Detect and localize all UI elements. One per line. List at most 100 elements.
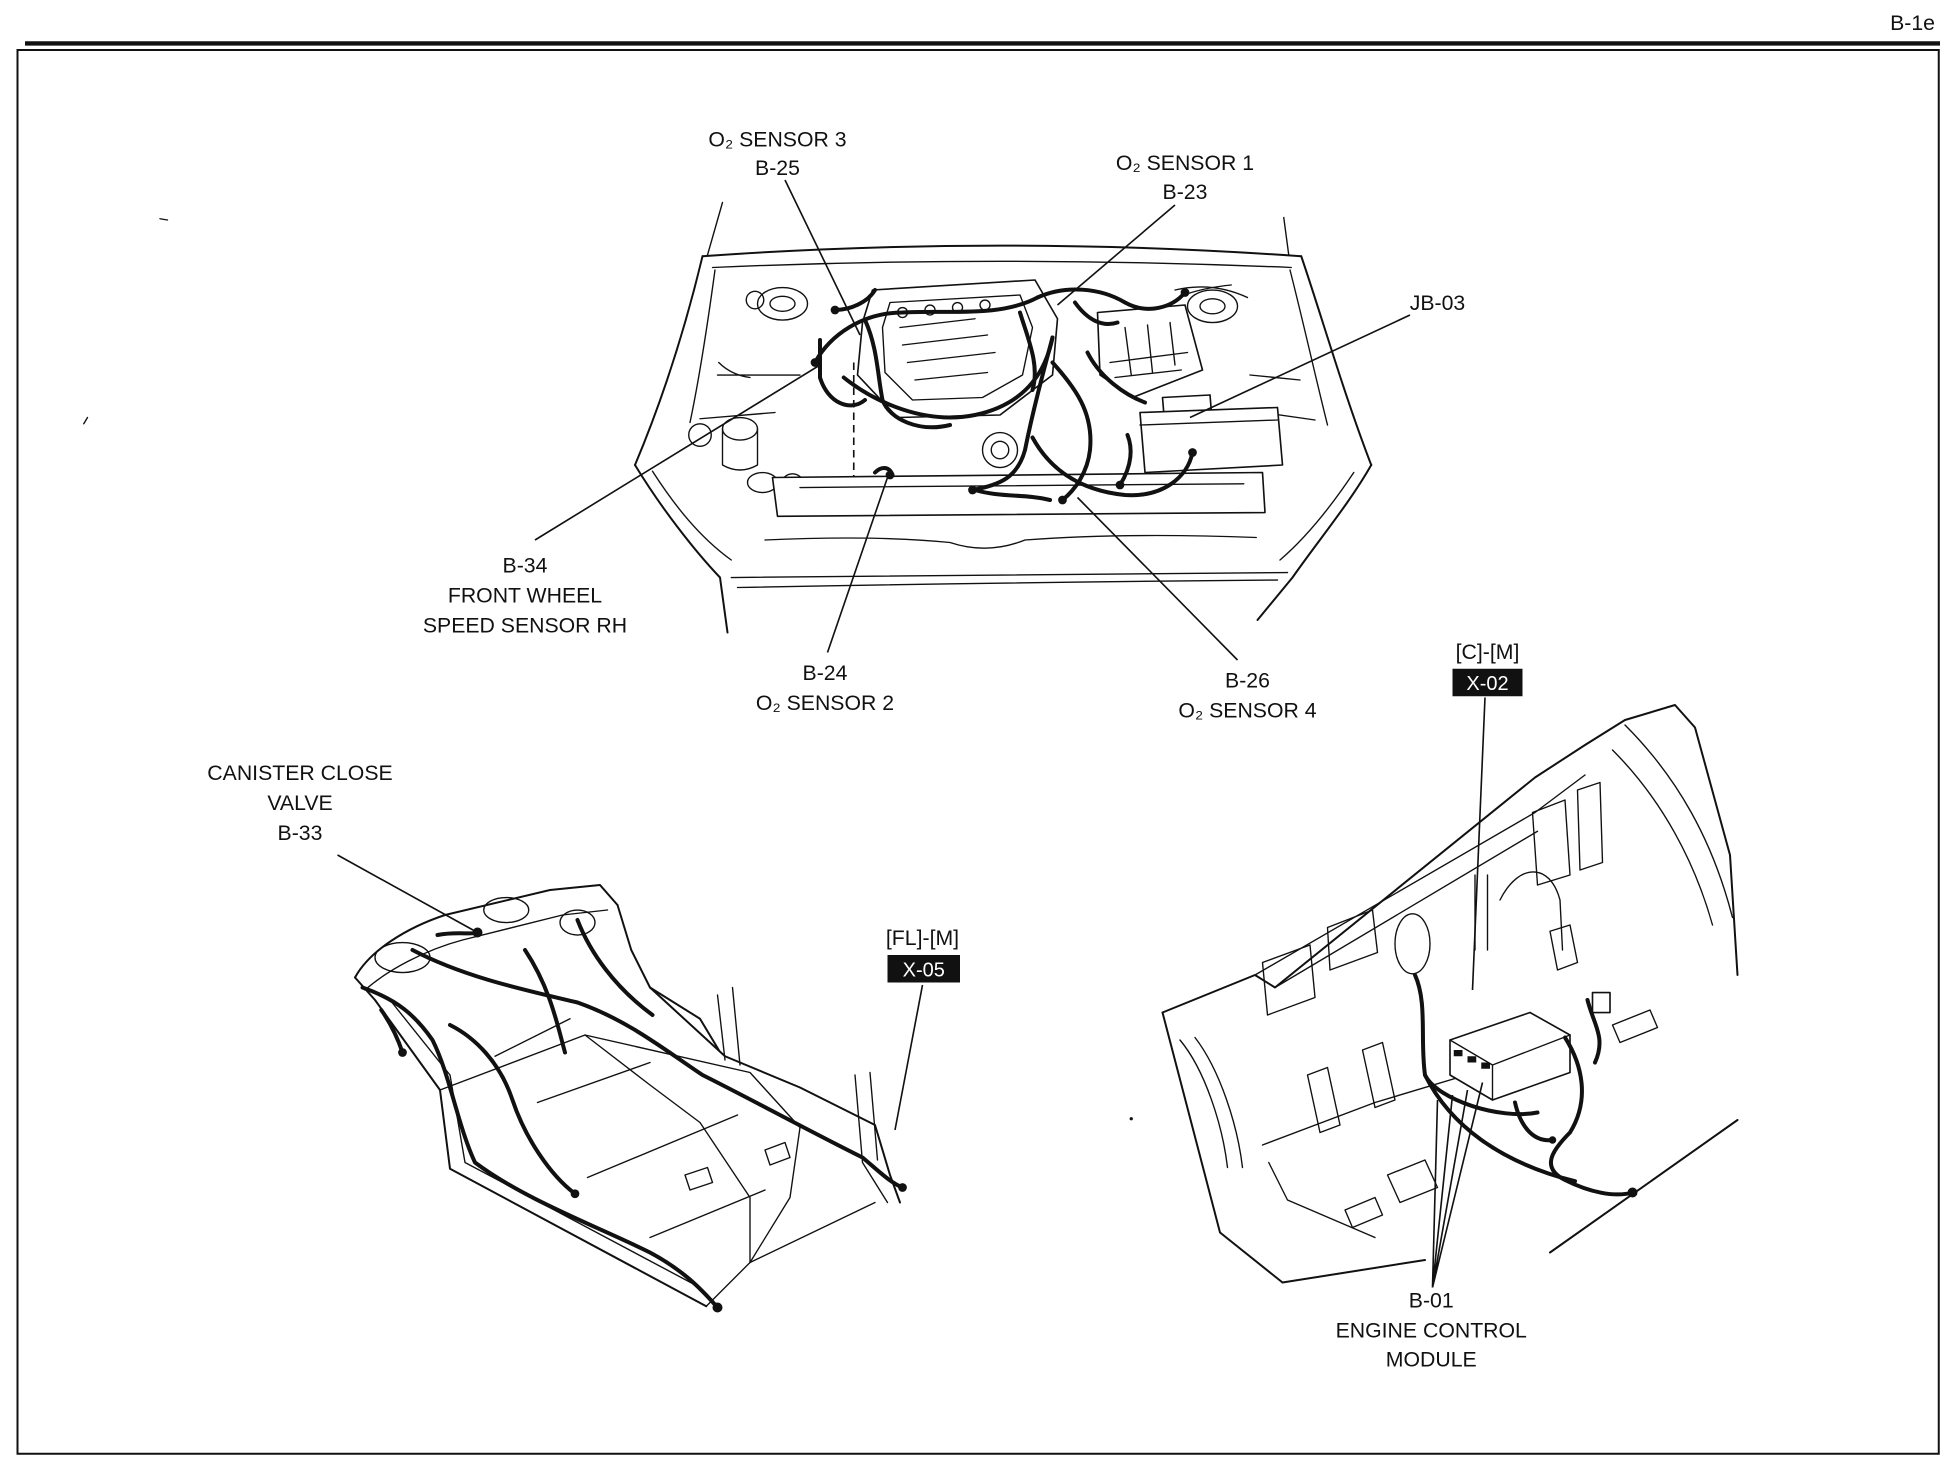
center-tunnel [584,1034,751,1264]
wheel-speed-sensor-line1: FRONT WHEEL [448,584,602,608]
engine-harness [970,335,1055,493]
floor-harness-drawing [337,854,924,1313]
leader-line-b24 [826,477,889,653]
o2-sensor-4-label: O₂ SENSOR 4 [1178,699,1316,723]
leader-line-b01 [1431,1082,1484,1288]
connector [810,358,820,367]
o2-sensor-3-label: O₂ SENSOR 3 [708,127,846,151]
dash-harness [1549,1035,1635,1197]
connector-x02-badge [1452,668,1523,697]
dash-opening [1261,944,1316,1016]
floor-harness-branch [435,930,480,938]
fender-right-inner [1289,269,1329,426]
engine-harness [863,318,952,430]
dash-bottom-edge [1281,1119,1739,1284]
windshield-arc [1624,724,1734,919]
console-arch [1499,871,1564,951]
connector [712,1302,723,1313]
rear-floor-edge [749,1201,876,1264]
plenum [881,294,1034,401]
floor-harness-branch [523,948,567,1055]
speaker-arc [1179,1036,1244,1169]
floor-harness-branch [575,918,655,1018]
connector [570,1189,580,1199]
floor-cutout [1611,1009,1659,1044]
connector-x05-code: X-05 [903,959,945,981]
leader-line-jb03 [1189,314,1411,419]
dash-opening [1531,799,1571,886]
a-pillar-left [706,201,724,256]
floor-cutout [1549,924,1579,971]
intake-runners [899,318,996,381]
ecm-connector [1467,1056,1477,1063]
brake-reservoir-cap [745,290,765,310]
right-rail [649,986,901,1204]
connector [830,305,840,315]
steering-column [1394,913,1431,975]
leader-line-b25 [784,179,861,336]
leader-line-x02 [1471,697,1486,991]
connector-x02-location: [C]-[M] [1456,640,1520,664]
front-lower-edge-2 [736,579,1279,589]
o2-sensor-1-label: O₂ SENSOR 1 [1116,151,1254,175]
engine-harness [1030,435,1195,498]
floor-harness-right [410,948,905,1190]
floor-cutout [1344,1196,1384,1229]
strut-tower-right [1186,289,1239,324]
floor-cross-members [494,1018,766,1239]
bay-floor-left [699,361,801,420]
connector [968,485,977,495]
strut-tower-left [756,286,809,321]
page-code: B-1e [1890,11,1935,35]
leader-line-x05 [894,984,924,1131]
cowl-inner [711,260,1292,269]
fender-left-outer [634,255,704,467]
bulkhead-lower [364,909,609,991]
canister-valve-line1: CANISTER CLOSE [207,761,392,785]
floor-cutout [1361,1041,1396,1109]
engine-compartment-drawing [534,179,1411,661]
connector [1058,495,1067,505]
ecm-line2: MODULE [1386,1347,1477,1371]
fender-left-inner [689,269,716,424]
dash-opening [1326,909,1379,971]
dash-harness [1585,998,1602,1065]
dash-panel-outline [1161,704,1739,1014]
throttle-body [981,431,1019,469]
bumper-line [764,534,1257,549]
leader-line-b33 [337,854,478,934]
battery-top [1139,419,1279,426]
connector [1180,288,1190,297]
bulkhead-top [354,884,619,979]
ecm-code: B-01 [1409,1289,1454,1313]
o2-sensor-3-code: B-25 [755,156,800,180]
engine-harness [1073,300,1120,326]
windshield-arc-inner [1611,749,1714,926]
header-rule [25,41,1940,46]
ecm-connector [1481,1062,1490,1069]
floor-harness-branch [379,1008,405,1055]
cowl-edge [701,244,1303,258]
c-pillar [854,1071,889,1204]
tunnel-line [1268,1161,1376,1239]
engine-harness [1035,287,1187,311]
o2-sensor-2-label: O₂ SENSOR 2 [756,691,894,715]
engine-control-module [1449,1011,1571,1101]
battery [1139,406,1284,474]
o2-sensor-4-code: B-26 [1225,669,1270,693]
connector [885,470,895,480]
connector-x05-location: [FL]-[M] [886,926,959,950]
body-left-inner [651,470,732,561]
connector [898,1183,907,1192]
canister-valve-line2: VALVE [267,791,332,815]
junction-block-code: JB-03 [1410,291,1466,315]
engine-harness [1018,310,1037,393]
floor-pan [439,1034,801,1307]
floor-cutout [1386,1159,1439,1204]
connector-x02-code: X-02 [1466,673,1508,695]
washer-reservoir-body [721,428,759,471]
bulkhead-opening [374,941,431,974]
floor-tabs [684,1141,791,1191]
radiator-hose [1186,284,1232,295]
engine-harness [973,488,1052,503]
